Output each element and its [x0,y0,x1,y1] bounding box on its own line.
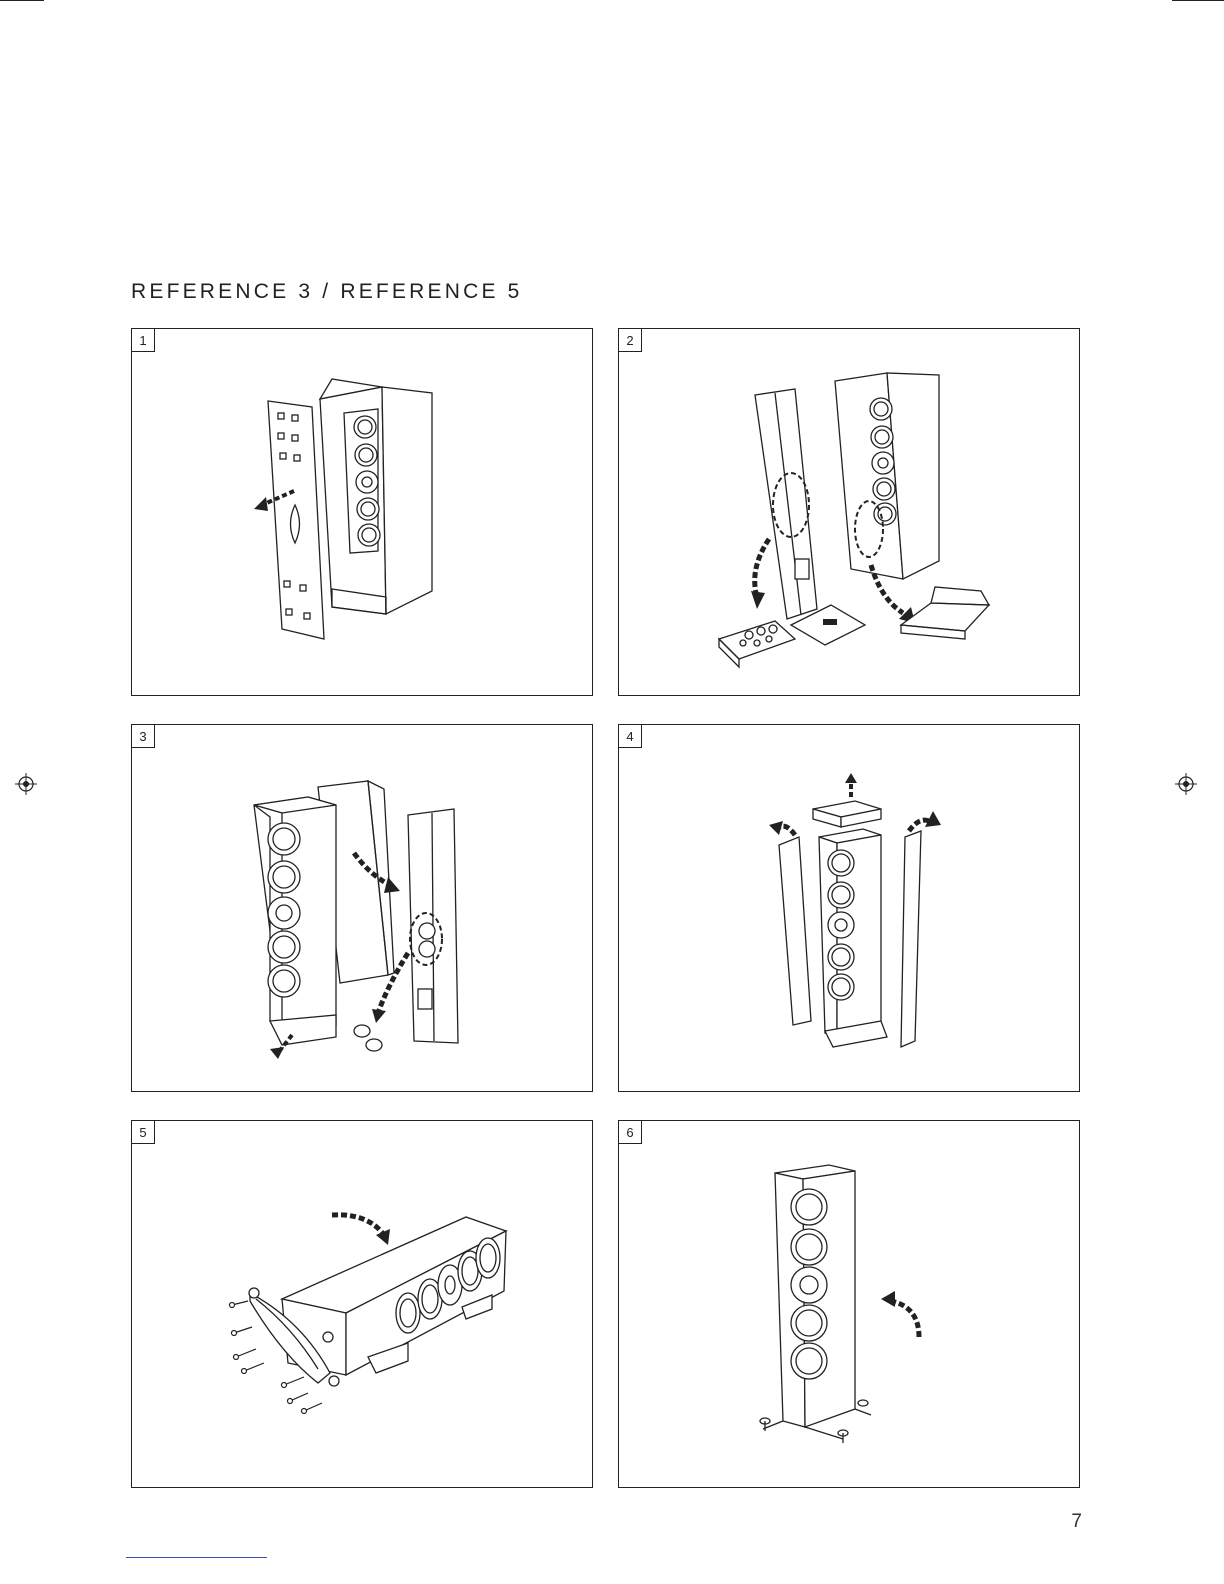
step-panel-4: 4 [618,724,1080,1092]
step-panel-3: 3 [131,724,593,1092]
step-panel-2: 2 [618,328,1080,696]
step-panel-6: 6 [618,1120,1080,1488]
attach-plinth-illustration-icon [132,1121,592,1487]
remove-inserts-illustration-icon [132,725,592,1091]
unpack-accessories-illustration-icon [619,329,1079,695]
stand-upright-illustration-icon [619,1121,1079,1487]
lift-packaging-illustration-icon [619,725,1079,1091]
step-panel-5: 5 [131,1120,593,1488]
registration-mark-icon [15,773,37,795]
page-number: 7 [1071,1511,1082,1533]
remove-cover-illustration-icon [132,329,592,695]
crop-mark-top-left [0,0,44,1]
registration-mark-icon [1175,773,1197,795]
footer-rule [126,1557,267,1558]
crop-mark-top-right [1172,0,1224,1]
step-panel-1: 1 [131,328,593,696]
page-heading: REFERENCE 3 / REFERENCE 5 [131,280,523,304]
